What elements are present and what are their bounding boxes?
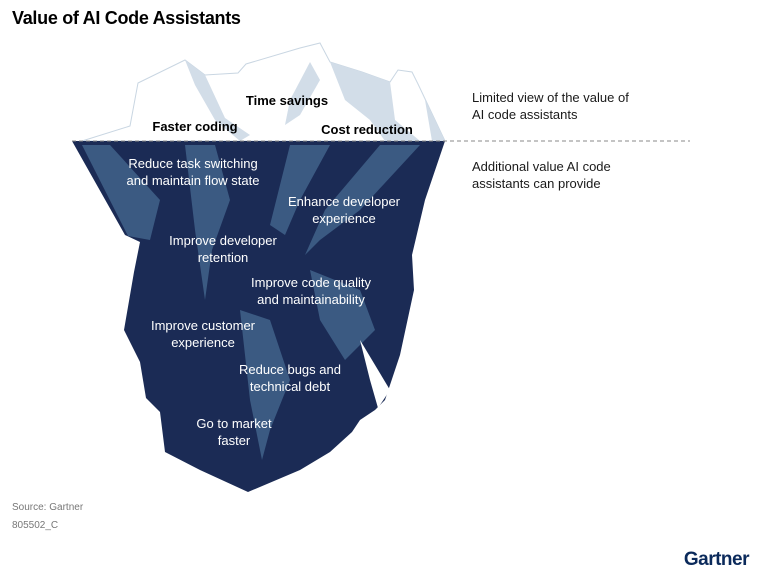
label-line: technical debt <box>249 379 331 394</box>
label-faster-coding: Faster coding <box>152 119 238 134</box>
source-note: Source: Gartner <box>12 502 84 513</box>
label-line: Reduce bugs and <box>239 362 341 377</box>
ice-stripe <box>270 145 330 235</box>
label-developer-experience: Enhance developer experience <box>288 193 400 227</box>
label-customer-experience: Improve customer experience <box>151 317 255 351</box>
ice-stripe <box>185 145 230 300</box>
label-line: Enhance developer <box>287 194 401 209</box>
page-title: Value of AI Code Assistants <box>12 8 241 28</box>
label-go-to-market: Go to market faster <box>196 415 271 449</box>
ice-shade <box>285 62 320 125</box>
label-line: Go to market <box>196 416 272 431</box>
label-line: Improve customer <box>150 318 256 333</box>
label-line: faster <box>217 433 251 448</box>
label-line: assistants can provide <box>472 176 601 191</box>
ice-stripe <box>240 310 290 460</box>
ice-shade <box>185 60 250 141</box>
label-time-savings: Time savings <box>245 93 329 108</box>
label-line: AI code assistants <box>472 107 578 122</box>
label-line: experience <box>312 211 376 226</box>
label-line: Reduce task switching <box>128 156 258 171</box>
figure-code: 805502_C <box>12 520 59 531</box>
label-developer-retention: Improve developer retention <box>169 232 277 266</box>
ice-shade <box>330 62 420 141</box>
ice-stripe <box>305 145 420 255</box>
label-line: Improve developer <box>169 233 277 248</box>
label-line: Additional value AI code <box>472 159 611 174</box>
label-line: experience <box>171 335 235 350</box>
label-line: Limited view of the value of <box>472 90 629 105</box>
ice-notch <box>360 340 390 408</box>
side-label-below: Additional value AI code assistants can p… <box>472 158 611 192</box>
label-code-quality: Improve code quality and maintainability <box>251 274 371 308</box>
label-task-switching: Reduce task switching and maintain flow s… <box>127 155 260 189</box>
ice-stripe <box>310 270 375 360</box>
label-line: retention <box>197 250 249 265</box>
gartner-logo: Gartner <box>683 549 750 570</box>
ice-stripe <box>82 145 160 240</box>
label-line: and maintainability <box>257 292 365 307</box>
ice-shade <box>412 72 445 141</box>
label-line: Improve code quality <box>251 275 371 290</box>
side-label-above: Limited view of the value of AI code assi… <box>472 89 629 123</box>
label-bugs-debt: Reduce bugs and technical debt <box>239 361 341 395</box>
label-line: and maintain flow state <box>126 173 260 188</box>
label-cost-reduction: Cost reduction <box>321 122 413 137</box>
